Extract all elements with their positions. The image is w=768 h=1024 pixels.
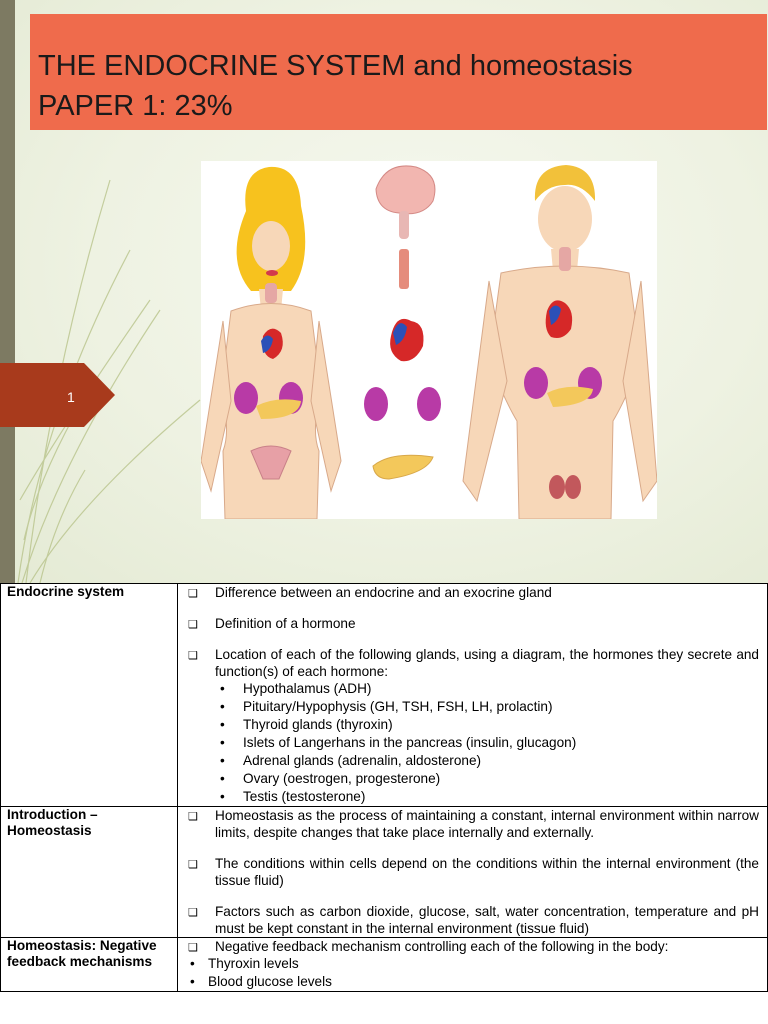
checkbox-square-icon: ❑ — [188, 942, 198, 954]
slide: THE ENDOCRINE SYSTEM and homeostasis PAP… — [0, 0, 768, 583]
syllabus-table: Endocrine system ❑Difference between an … — [0, 583, 768, 992]
organs-column — [364, 165, 441, 480]
checkbox-square-icon: ❑ — [188, 811, 198, 823]
left-accent-strip — [0, 0, 15, 583]
items-cell: ❑Negative feedback mechanism controlling… — [177, 937, 768, 992]
list-item: ❑Definition of a hormone — [188, 615, 759, 632]
sub-item: Blood glucose levels — [188, 973, 759, 991]
list-item: ❑Difference between an endocrine and an … — [188, 584, 759, 601]
title-bar: THE ENDOCRINE SYSTEM and homeostasis PAP… — [30, 14, 767, 130]
topic-cell: Endocrine system — [0, 583, 178, 807]
list-item: ❑Homeostasis as the process of maintaini… — [188, 808, 759, 840]
male-figure — [462, 165, 657, 519]
page-number-holder: 1 — [0, 363, 115, 427]
topic-cell: Homeostasis: Negative feedback mechanism… — [0, 937, 178, 992]
table-row: Homeostasis: Negative feedback mechanism… — [0, 937, 768, 992]
list-item: ❑The conditions within cells depend on t… — [188, 856, 759, 888]
sub-item: Testis (testosterone) — [215, 788, 759, 806]
sub-item: Pituitary/Hypophysis (GH, TSH, FSH, LH, … — [215, 698, 759, 716]
feedback-list: Thyroxin levels Blood glucose levels — [188, 955, 759, 991]
table-row: Endocrine system ❑Difference between an … — [0, 583, 768, 807]
sub-item: Hypothalamus (ADH) — [215, 680, 759, 698]
page-number: 1 — [67, 389, 75, 405]
checkbox-square-icon: ❑ — [188, 859, 198, 871]
table-row: Introduction – Homeostasis ❑Homeostasis … — [0, 806, 768, 938]
checkbox-square-icon: ❑ — [188, 650, 198, 662]
items-cell: ❑Difference between an endocrine and an … — [177, 583, 768, 807]
sub-item: Adrenal glands (adrenalin, aldosterone) — [215, 752, 759, 770]
endocrine-glands-illustration — [201, 161, 657, 519]
slide-subtitle: PAPER 1: 23% — [38, 90, 233, 122]
list-item: ❑Factors such as carbon dioxide, glucose… — [188, 904, 759, 936]
list-item: ❑Location of each of the following gland… — [188, 646, 759, 806]
items-cell: ❑Homeostasis as the process of maintaini… — [177, 806, 768, 938]
checkbox-square-icon: ❑ — [188, 619, 198, 631]
checkbox-square-icon: ❑ — [188, 588, 198, 600]
female-figure — [201, 166, 342, 519]
sub-item: Ovary (oestrogen, progesterone) — [215, 770, 759, 788]
sub-item: Islets of Langerhans in the pancreas (in… — [215, 734, 759, 752]
list-item: ❑Negative feedback mechanism controlling… — [188, 938, 759, 955]
sub-item: Thyroid glands (thyroxin) — [215, 716, 759, 734]
page-number-tag — [0, 363, 115, 427]
checkbox-square-icon: ❑ — [188, 907, 198, 919]
topic-cell: Introduction – Homeostasis — [0, 806, 178, 938]
gland-list: Hypothalamus (ADH) Pituitary/Hypophysis … — [215, 680, 759, 806]
sub-item: Thyroxin levels — [188, 955, 759, 973]
slide-title: THE ENDOCRINE SYSTEM and homeostasis — [38, 50, 633, 82]
